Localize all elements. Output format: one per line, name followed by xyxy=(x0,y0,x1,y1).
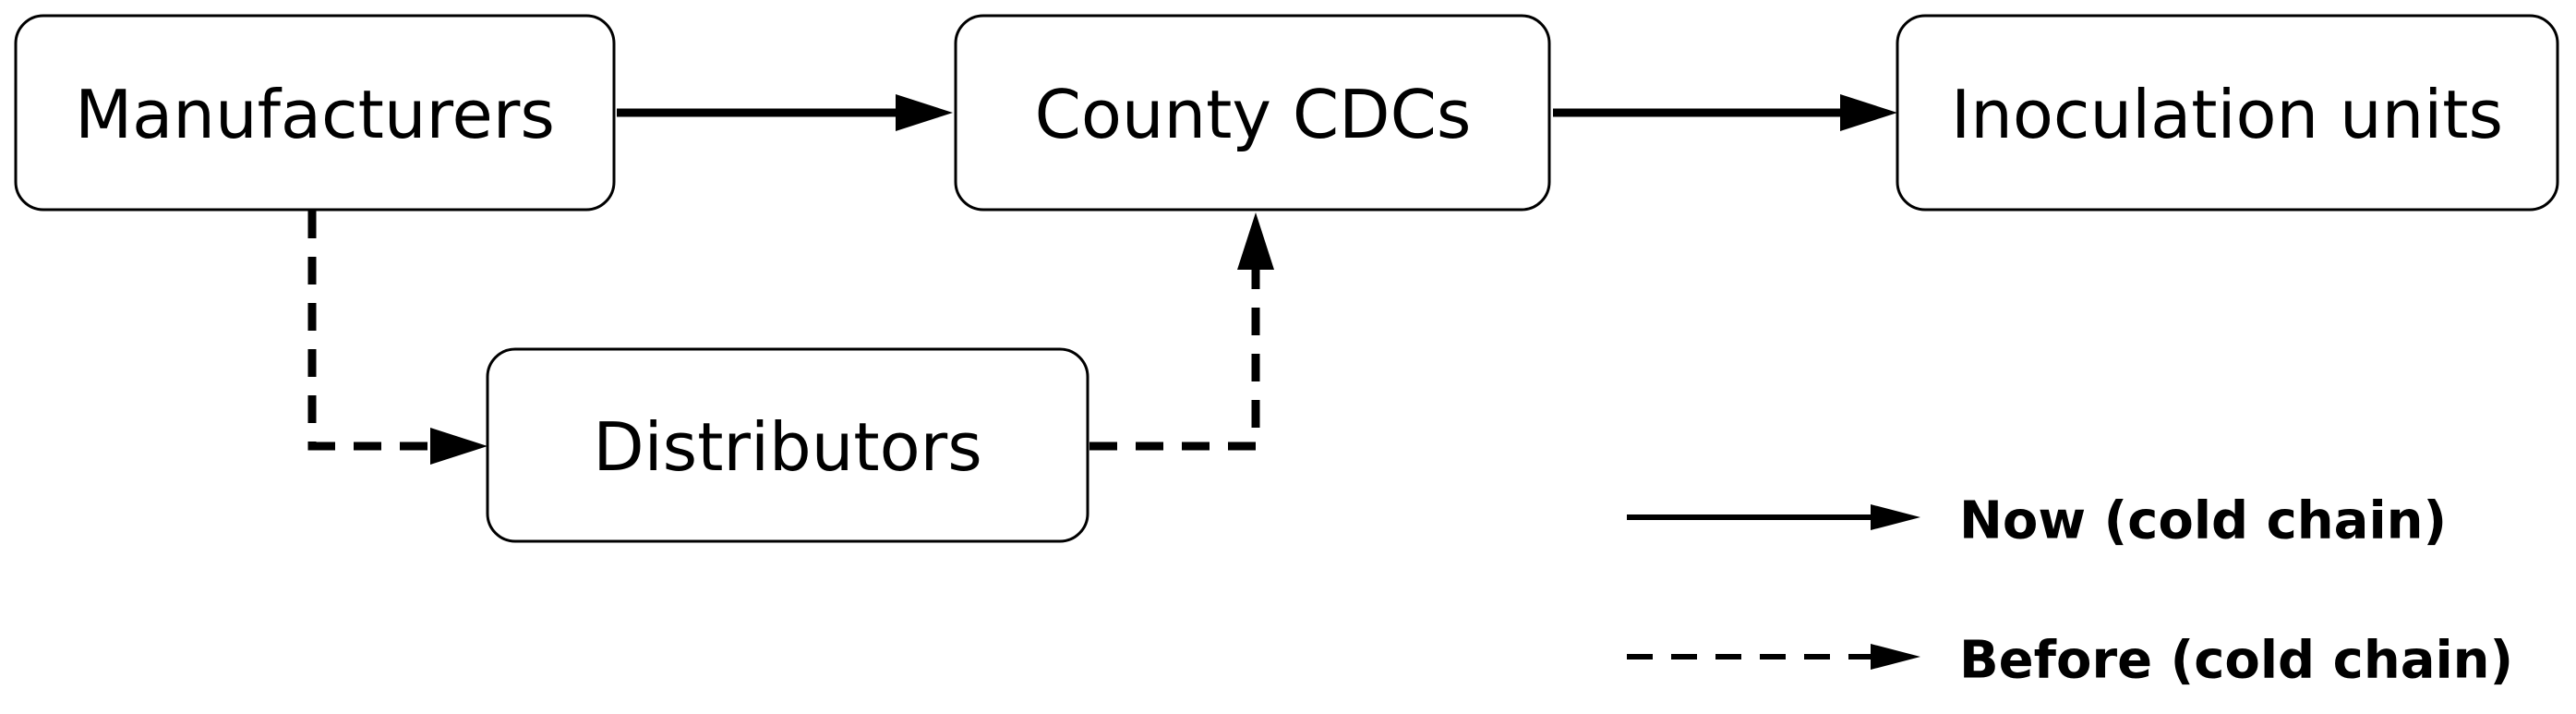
legend: Now (cold chain) Before (cold chain) xyxy=(1627,491,2513,691)
edge-manufacturers-to-county-cdcs xyxy=(617,94,953,131)
node-manufacturers-label: Manufacturers xyxy=(75,76,555,153)
node-inoculation-units: Inoculation units xyxy=(1896,14,2559,212)
edge-manufacturers-to-distributors xyxy=(307,211,488,465)
node-county-cdcs: County CDCs xyxy=(954,14,1551,212)
node-distributors: Distributors xyxy=(486,347,1089,543)
legend-before-label: Before (cold chain) xyxy=(1959,631,2513,691)
edge-county-cdcs-to-inoculation-units xyxy=(1553,94,1897,131)
legend-now-label: Now (cold chain) xyxy=(1959,491,2447,551)
edge-distributors-to-county-cdcs xyxy=(1089,212,1274,451)
node-distributors-label: Distributors xyxy=(593,408,982,486)
legend-item-now: Now (cold chain) xyxy=(1627,491,2447,551)
node-manufacturers: Manufacturers xyxy=(14,14,616,212)
node-county-cdcs-label: County CDCs xyxy=(1035,76,1472,153)
node-inoculation-units-label: Inoculation units xyxy=(1951,76,2503,153)
legend-item-before: Before (cold chain) xyxy=(1627,631,2513,691)
